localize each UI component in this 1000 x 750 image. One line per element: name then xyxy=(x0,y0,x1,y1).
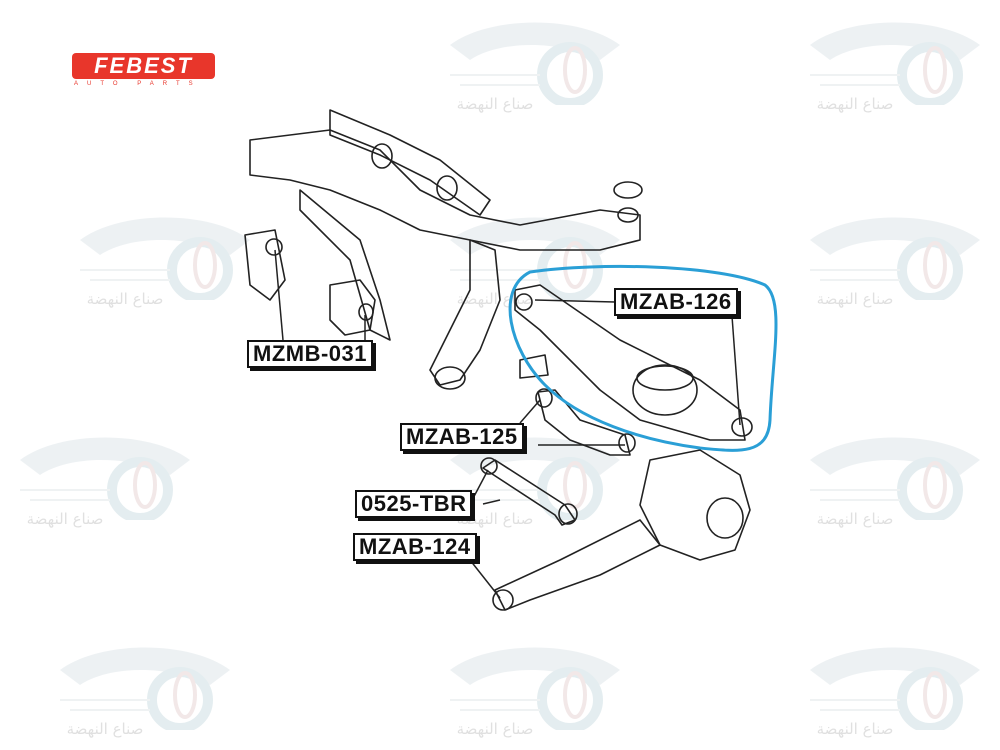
watermark-logo: صناع النهضة xyxy=(430,5,630,125)
knuckle-trailing-arm xyxy=(492,449,751,611)
watermark-text: صناع النهضة xyxy=(86,290,164,308)
label-mzmb-031: MZMB-031 xyxy=(247,340,374,368)
subframe xyxy=(244,109,643,390)
upper-control-arm xyxy=(514,284,753,441)
watermark-logo: صناع النهضة xyxy=(790,200,990,320)
watermark-logo: صناع النهضة xyxy=(60,200,260,320)
watermark-text: صناع النهضة xyxy=(26,510,104,528)
watermark-text: صناع النهضة xyxy=(816,290,894,308)
watermark-logo: صناع النهضة xyxy=(790,5,990,125)
logo-brand: FEBEST xyxy=(72,53,215,79)
highlight-outline xyxy=(508,264,778,452)
watermark-logo: صناع النهضة xyxy=(430,630,630,750)
watermark-logo: صناع النهضة xyxy=(40,630,240,750)
watermark-text: صناع النهضة xyxy=(456,95,534,113)
watermark-text: صناع النهضة xyxy=(816,720,894,738)
watermark-text: صناع النهضة xyxy=(816,95,894,113)
toe-link xyxy=(480,457,578,526)
watermark-text: صناع النهضة xyxy=(66,720,144,738)
watermark-logo: صناع النهضة xyxy=(0,420,200,540)
watermark-text: صناع النهضة xyxy=(456,290,534,308)
label-0525-tbr: 0525-TBR xyxy=(355,490,473,518)
watermark-text: صناع النهضة xyxy=(456,510,534,528)
logo-tagline: AUTO PARTS xyxy=(74,81,202,87)
watermark-logo: صناع النهضة xyxy=(790,630,990,750)
watermark-text: صناع النهضة xyxy=(456,720,534,738)
label-mzab-125: MZAB-125 xyxy=(400,423,524,451)
leader-lines xyxy=(274,249,741,599)
label-mzab-126: MZAB-126 xyxy=(614,288,738,316)
febest-logo: FEBEST AUTO PARTS xyxy=(72,53,215,87)
watermark-text: صناع النهضة xyxy=(816,510,894,528)
watermark-logo: صناع النهضة xyxy=(790,420,990,540)
label-mzab-124: MZAB-124 xyxy=(353,533,477,561)
